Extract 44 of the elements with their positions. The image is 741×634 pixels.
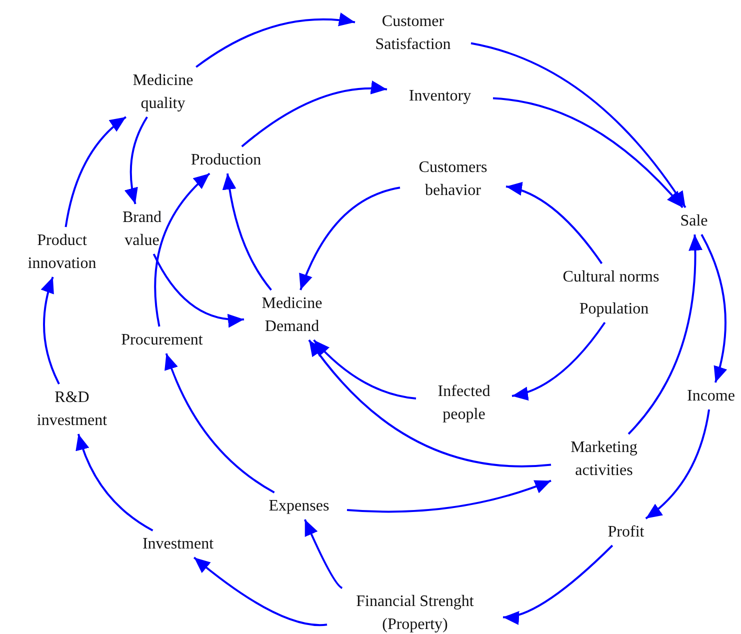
causal-arrow	[76, 434, 154, 532]
causal-arrow	[193, 556, 328, 626]
variable-label: Customer Satisfaction	[358, 10, 468, 56]
causal-arrow	[346, 480, 552, 513]
variable-label: Expenses	[254, 494, 344, 518]
causal-arrow	[152, 254, 244, 327]
causal-arrow	[154, 172, 210, 327]
causal-arrow	[628, 234, 702, 435]
causal-arrow	[300, 186, 400, 290]
causal-arrow	[313, 339, 416, 400]
causal-arrow	[512, 322, 606, 400]
variable-label: Investment	[128, 532, 228, 556]
variable-label: Financial Strenght (Property)	[330, 590, 500, 634]
variable-label: Infected people	[419, 380, 509, 426]
variable-label: Procurement	[107, 328, 217, 352]
causal-arrow	[470, 42, 686, 208]
variable-label: Marketing activities	[554, 436, 654, 482]
variable-label: Cultural norms	[546, 266, 676, 288]
variable-label: Production	[176, 148, 276, 172]
variable-label: Population	[564, 298, 664, 320]
causal-arrow	[164, 353, 275, 494]
causal-arrow	[196, 13, 356, 68]
variable-label: Sale	[669, 210, 719, 232]
causal-arrow	[502, 544, 614, 624]
variable-label: Brand value	[112, 206, 172, 252]
variable-label: Product innovation	[12, 229, 112, 275]
causal-arrow	[222, 173, 272, 291]
variable-label: Profit	[596, 520, 656, 544]
causal-arrow	[124, 116, 148, 204]
variable-label: Medicine quality	[118, 69, 208, 115]
causal-arrow	[700, 234, 727, 383]
variable-label: R&D investment	[22, 386, 122, 432]
causal-arrow	[308, 339, 552, 468]
variable-label: Income	[676, 384, 741, 408]
causal-arrow	[506, 182, 603, 264]
causal-arrow	[41, 276, 60, 384]
variable-label: Medicine Demand	[247, 292, 337, 338]
variable-label: Inventory	[390, 84, 490, 108]
variable-label: Customers behavior	[403, 156, 503, 202]
causal-arrow	[645, 409, 710, 520]
causal-arrow	[241, 81, 388, 148]
causal-arrow	[304, 519, 343, 589]
causal-arrow	[64, 116, 127, 228]
causal-arrow	[492, 97, 684, 208]
